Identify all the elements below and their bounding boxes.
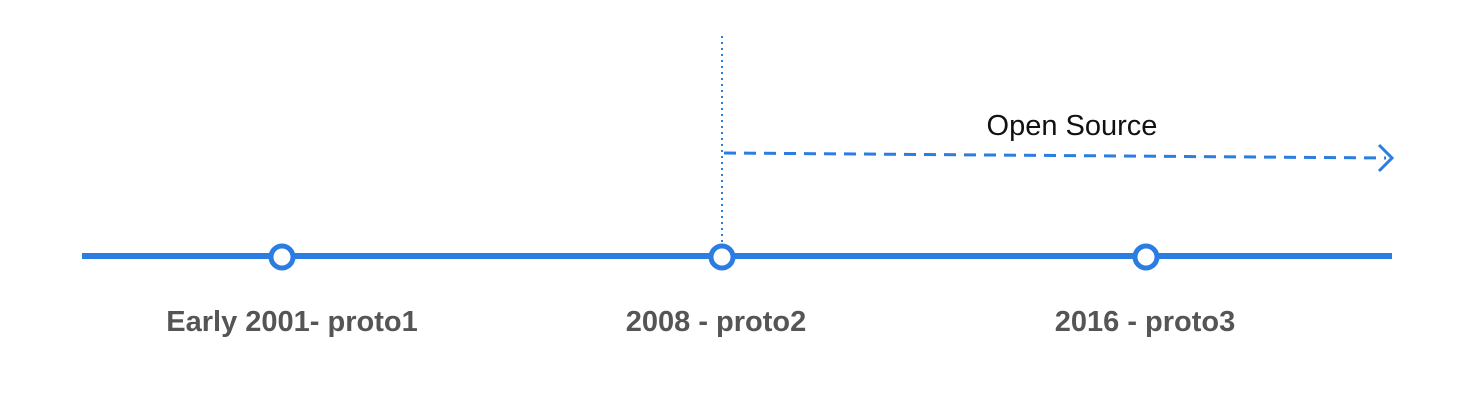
open-source-arrowhead-icon — [1377, 143, 1395, 173]
milestone-label-proto1: Early 2001- proto1 — [166, 306, 418, 338]
open-source-label: Open Source — [986, 110, 1158, 142]
open-source-arrow-shaft — [723, 151, 1387, 160]
milestone-marker-proto1 — [268, 243, 296, 271]
milestone-marker-proto3 — [1132, 243, 1160, 271]
milestone-label-proto2: 2008 - proto2 — [625, 306, 807, 338]
milestone-marker-proto2 — [708, 243, 736, 271]
milestone-label-proto3: 2016 - proto3 — [1054, 306, 1236, 338]
